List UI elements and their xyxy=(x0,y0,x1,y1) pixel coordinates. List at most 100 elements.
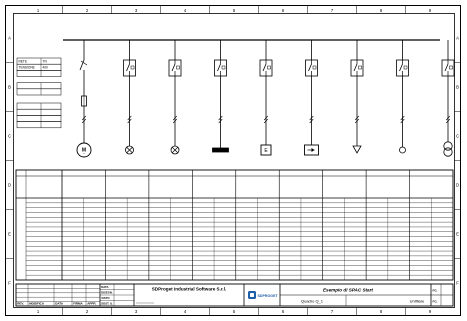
title-revision-label: REV. xyxy=(17,302,24,306)
lamp-cross xyxy=(126,146,133,154)
title-meta-label: DISEGN. xyxy=(101,291,113,295)
board-name: Quadro Q_1 xyxy=(301,299,324,304)
ground-triangle xyxy=(352,145,362,154)
breaker-contact xyxy=(399,63,403,72)
info-block-value: 400 xyxy=(43,66,49,70)
breaker-trip-unit xyxy=(312,65,317,70)
table-border xyxy=(15,169,454,281)
project-title: Esempio di SPAC Start xyxy=(323,288,373,293)
cable-marker xyxy=(172,115,178,121)
frame-col-label-top: 3 xyxy=(135,8,138,13)
frame-row-label-left: C xyxy=(8,134,11,139)
frame-col-label-bottom: 6 xyxy=(282,309,285,314)
breaker-trip-unit xyxy=(358,65,362,70)
title-revision-label: APPR. xyxy=(87,302,96,306)
title-meta-label: SOST. IL xyxy=(101,302,113,306)
circuit-4 xyxy=(212,40,229,153)
board-box-symbol: E xyxy=(260,140,272,156)
rectifier-arrow xyxy=(311,148,315,152)
cable-marker xyxy=(263,118,269,124)
frame-row-label-left: F xyxy=(8,281,11,286)
transformer-primary xyxy=(443,141,453,151)
cable-marker xyxy=(172,118,178,124)
cable-marker xyxy=(81,115,87,121)
main-breaker-contact xyxy=(79,59,85,71)
sheet-label: FG. xyxy=(433,300,438,304)
motor-ac-mark: ~ xyxy=(83,152,85,156)
outgoing-circuits: M~ E xyxy=(76,40,455,158)
breaker-trip-unit xyxy=(176,65,180,70)
breaker-contact xyxy=(444,63,449,72)
sheet-label: FG. xyxy=(433,289,438,293)
logo-wordmark: SDPROGET xyxy=(258,294,279,298)
logo-mark-inner xyxy=(250,293,254,297)
frame-row-label-left: E xyxy=(8,232,11,237)
cable-marker xyxy=(354,115,360,121)
frame-col-label-bottom: 1 xyxy=(37,309,40,314)
info-block-row xyxy=(16,88,62,96)
lamp-circle xyxy=(125,145,134,155)
circuit-5: E xyxy=(259,40,273,156)
breaker-contact xyxy=(262,63,267,72)
lamp-symbol xyxy=(170,140,180,155)
main-feeder xyxy=(79,40,88,140)
circuit-3 xyxy=(168,40,182,155)
breaker-contact xyxy=(126,63,130,72)
lamp-cross xyxy=(171,146,179,154)
frame-row-label-left: D xyxy=(8,183,11,188)
cable-marker xyxy=(218,118,223,124)
frame-col-label-top: 4 xyxy=(184,8,187,13)
motor-circle xyxy=(76,142,92,158)
circuit-8 xyxy=(396,40,409,154)
sdproget-logo-icon: SDPROGET xyxy=(248,291,278,299)
frame-col-label-bottom: 3 xyxy=(135,309,138,314)
frame-row-label-right: F xyxy=(456,281,459,286)
cable-marker xyxy=(400,115,405,121)
breaker-trip-unit xyxy=(403,65,408,70)
frame-col-label-bottom: 8 xyxy=(380,309,383,314)
frame-col-label-bottom: 5 xyxy=(233,309,236,314)
frame-col-label-bottom: 2 xyxy=(86,309,89,314)
frame-col-label-bottom: 7 xyxy=(331,309,334,314)
circuit-data-table xyxy=(15,169,454,281)
info-block-label: RETE xyxy=(19,59,28,63)
heater-bar xyxy=(212,147,229,153)
frame-col-label-top: 7 xyxy=(331,8,334,13)
breaker-contact xyxy=(171,63,176,72)
info-block-row xyxy=(16,70,62,77)
breaker-trip-unit xyxy=(267,65,271,70)
breaker-contact xyxy=(217,63,221,72)
cable-marker xyxy=(445,118,451,124)
heater-symbol xyxy=(212,140,229,153)
motor-label: M xyxy=(82,148,86,154)
board-box xyxy=(260,144,272,156)
circuit-9 xyxy=(441,40,455,157)
transformer-symbol xyxy=(443,140,453,157)
title-revision-label: DATA xyxy=(55,302,64,306)
frame-row-label-right: E xyxy=(456,232,459,237)
frame-row-label-right: A xyxy=(456,36,459,41)
rectifier-box-symbol xyxy=(304,140,319,156)
info-block-label: TENSIONE xyxy=(19,66,35,70)
circuit-6 xyxy=(304,40,319,156)
lamp-circle xyxy=(170,145,180,155)
frame-row-label-left: B xyxy=(8,85,11,90)
cable-marker xyxy=(354,118,360,124)
circuit-1: M~ xyxy=(76,115,92,158)
info-block-row xyxy=(16,121,62,129)
title-meta-label: DATA xyxy=(101,285,108,289)
cable-marker xyxy=(218,115,223,121)
rectifier-box xyxy=(304,144,319,156)
company-name: SDProget Industrial Software S.r.l. xyxy=(152,287,227,292)
frame-row-label-right: D xyxy=(456,183,459,188)
board-box-label: E xyxy=(264,148,268,154)
cable-marker xyxy=(263,115,269,121)
frame-col-label-top: 6 xyxy=(282,8,285,13)
frame-col-label-top: 9 xyxy=(429,8,432,13)
cable-marker xyxy=(309,118,314,124)
terminal-circle xyxy=(399,146,406,154)
motor-symbol: M~ xyxy=(76,140,92,158)
cable-marker xyxy=(309,115,314,121)
